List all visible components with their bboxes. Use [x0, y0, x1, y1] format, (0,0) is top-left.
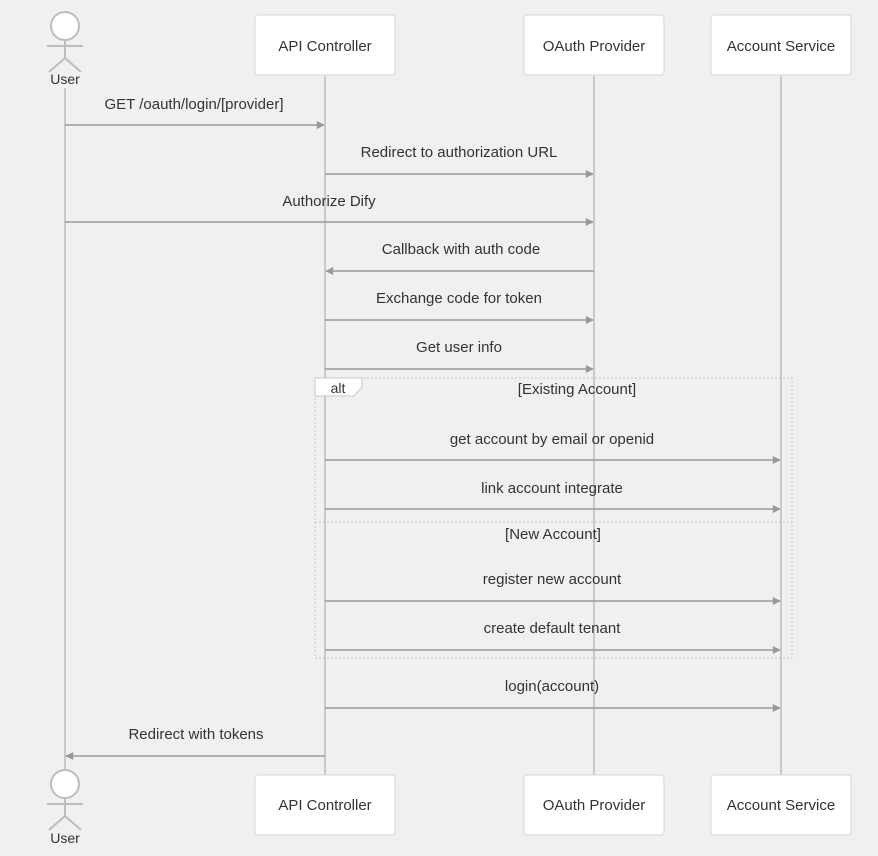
participant-label: User	[50, 71, 80, 87]
alt-keyword: alt	[331, 380, 346, 396]
message-label: GET /oauth/login/[provider]	[105, 96, 284, 113]
message-label: Callback with auth code	[382, 241, 540, 258]
message: login(account)	[325, 678, 781, 712]
participant-label: API Controller	[278, 797, 371, 814]
message: get account by email or openid	[325, 431, 781, 464]
message: GET /oauth/login/[provider]	[65, 96, 325, 129]
message: Redirect with tokens	[65, 726, 325, 760]
user-actor-icon	[47, 11, 83, 73]
participant-account-service-bottom: Account Service	[710, 774, 852, 836]
participants-bottom: User API Controller OAuth Provider Accou…	[47, 769, 852, 846]
message: Redirect to authorization URL	[325, 144, 594, 178]
message-label: Redirect with tokens	[128, 726, 263, 743]
message-label: Redirect to authorization URL	[361, 144, 558, 161]
participant-label: API Controller	[278, 38, 371, 55]
lifelines	[64, 76, 782, 775]
message: Get user info	[325, 339, 594, 373]
user-actor-icon	[47, 769, 83, 831]
actor-user-top: User	[47, 11, 83, 87]
message: Exchange code for token	[325, 290, 594, 324]
message-label: link account integrate	[481, 480, 623, 497]
participant-label: OAuth Provider	[543, 797, 646, 814]
message-label: register new account	[483, 571, 622, 588]
participant-label: Account Service	[727, 797, 835, 814]
participant-label: Account Service	[727, 38, 835, 55]
message-label: Authorize Dify	[282, 193, 376, 210]
participant-oauth-provider-bottom: OAuth Provider	[523, 774, 665, 836]
alt-section-condition: [Existing Account]	[518, 381, 636, 398]
message: Callback with auth code	[325, 241, 594, 275]
message-label: login(account)	[505, 678, 599, 695]
participant-account-service-top: Account Service	[710, 14, 852, 76]
alt-fragment-frame	[314, 377, 793, 659]
message-label: Get user info	[416, 339, 502, 356]
participant-label: OAuth Provider	[543, 38, 646, 55]
actor-user-bottom: User	[47, 769, 83, 846]
message: link account integrate	[325, 480, 781, 513]
messages: GET /oauth/login/[provider] Redirect to …	[65, 96, 781, 760]
participant-label: User	[50, 830, 80, 846]
participants-top: User API Controller OAuth Provider Accou…	[47, 11, 852, 87]
message: register new account	[325, 571, 781, 605]
message-label: Exchange code for token	[376, 290, 542, 307]
message-label: create default tenant	[484, 620, 622, 637]
message: Authorize Dify	[65, 193, 594, 226]
message-label: get account by email or openid	[450, 431, 654, 448]
participant-api-controller-top: API Controller	[254, 14, 396, 76]
participant-api-controller-bottom: API Controller	[254, 774, 396, 836]
alt-fragment-tab	[314, 377, 363, 397]
alt-fragment: alt [Existing Account] [New Account]	[314, 377, 793, 659]
participant-oauth-provider-top: OAuth Provider	[523, 14, 665, 76]
message: create default tenant	[325, 620, 781, 654]
alt-section-condition: [New Account]	[505, 526, 601, 543]
